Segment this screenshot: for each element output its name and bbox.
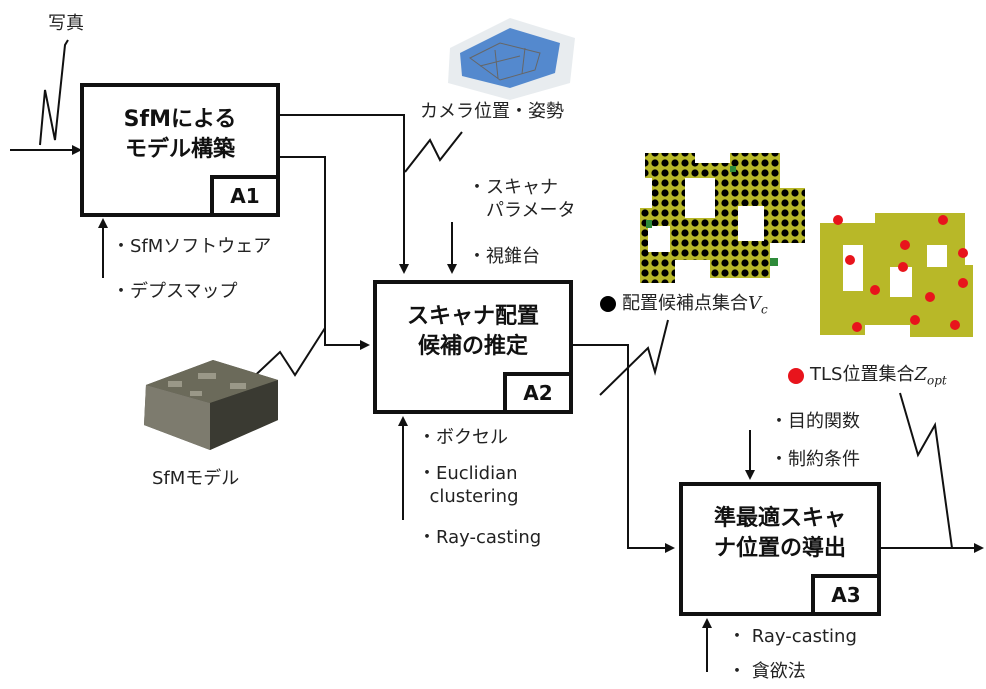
- a2-mechanism-raycasting: ・Ray-casting: [418, 527, 542, 548]
- box-a1-sfm-model-construction[interactable]: SfMによる モデル構築 A1: [80, 83, 280, 217]
- candidate-dot-icon: [600, 296, 616, 312]
- a2-mechanism-clustering: ・Euclidian clustering: [418, 463, 519, 507]
- box-a3-optimal-scanner-derivation[interactable]: 準最適スキャ ナ位置の導出 A3: [679, 482, 881, 616]
- box-a1-tag: A1: [210, 175, 280, 217]
- box-a3-title: 準最適スキャ ナ位置の導出: [713, 506, 846, 561]
- box-a2-scanner-candidate-estimation[interactable]: スキャナ配置 候補の推定 A2: [373, 280, 573, 414]
- box-a2-title: スキャナ配置 候補の推定: [406, 304, 539, 359]
- photo-input-label: 写真: [48, 13, 84, 34]
- camera-pose-label: カメラ位置・姿勢: [420, 101, 564, 122]
- a2-mechanism-voxel: ・ボクセル: [418, 427, 508, 448]
- tls-set-label: TLS位置集合Zopt: [810, 364, 947, 388]
- tls-positions-map: [820, 213, 973, 337]
- sfm-model-pointcloud: [144, 360, 278, 450]
- box-a1-title: SfMによる モデル構築: [123, 107, 237, 162]
- a1-mechanism-software: ・SfMソフトウェア: [112, 236, 272, 257]
- a2-control-scanner-params: ・スキャナ パラメータ: [468, 177, 576, 221]
- camera-pose-pointcloud: [448, 18, 575, 100]
- a3-mechanism-greedy: ・ 貪欲法: [728, 661, 806, 682]
- box-a3-tag: A3: [811, 574, 881, 616]
- a3-control-constraints: ・制約条件: [770, 449, 860, 470]
- sfm-model-label: SfMモデル: [152, 468, 240, 489]
- a3-mechanism-raycasting: ・ Ray-casting: [728, 626, 857, 647]
- a3-control-objective: ・目的関数: [770, 411, 860, 432]
- tls-dot-icon: [788, 368, 804, 384]
- candidate-set-label: 配置候補点集合Vc: [622, 293, 768, 317]
- a2-control-frustum: ・視錐台: [468, 246, 540, 267]
- box-a2-tag: A2: [503, 372, 573, 414]
- candidate-points-map: [640, 153, 805, 283]
- a1-mechanism-depthmap: ・デプスマップ: [112, 281, 238, 302]
